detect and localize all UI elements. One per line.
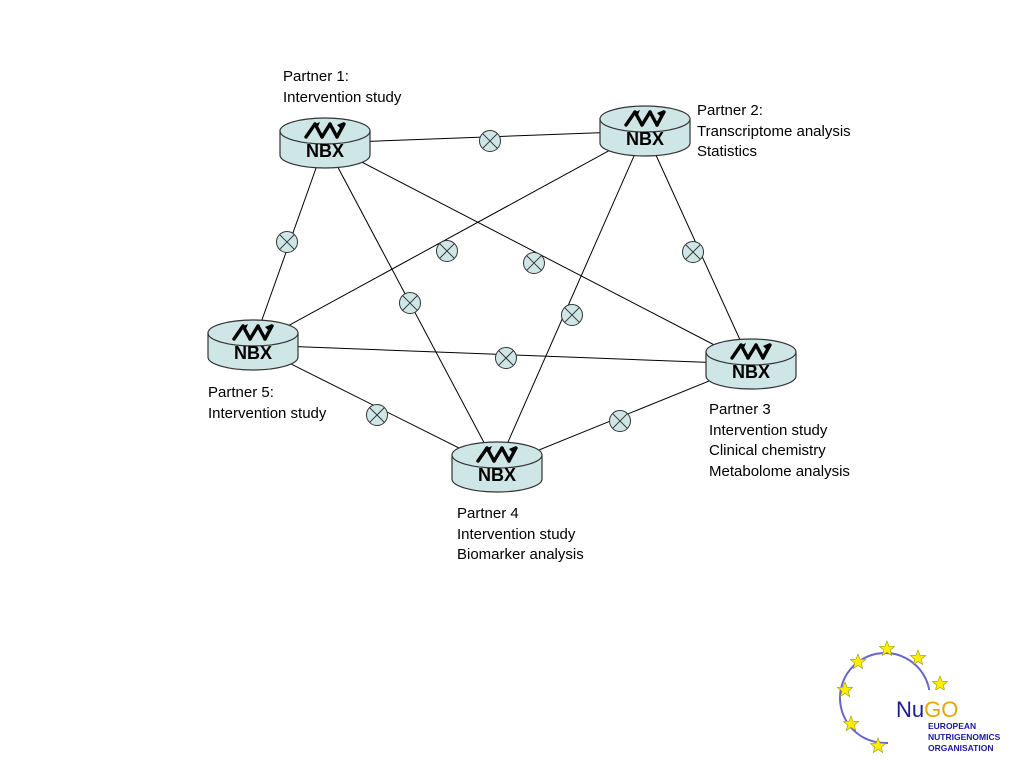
partner-label-line: Intervention study <box>457 525 576 543</box>
edge-p2-p4 <box>496 130 646 468</box>
partner-label-line: Partner 3 <box>709 401 771 418</box>
router-node-p3: NBX <box>705 338 797 390</box>
partner-label-p5: Partner 5: Intervention study <box>208 383 326 424</box>
star-icon <box>931 675 949 692</box>
router-label: NBX <box>478 465 516 485</box>
junction-icon <box>399 292 421 314</box>
partner-label-line: Clinical chemistry <box>709 442 826 459</box>
junction-icon <box>276 231 298 253</box>
nugo-logo: NuGO EUROPEAN NUTRIGENOMICS ORGANISATION <box>836 640 1018 758</box>
logo-line-2: NUTRIGENOMICS <box>928 732 1001 742</box>
logo-line-1: EUROPEAN <box>928 721 976 731</box>
logo-text-background <box>888 690 1018 758</box>
partner-label-line: Metabolome analysis <box>709 462 850 480</box>
junction-icon <box>436 240 458 262</box>
router-label: NBX <box>732 362 770 382</box>
junction-icon <box>495 347 517 369</box>
router-node-p1: NBX <box>279 117 371 169</box>
partner-label-line: Biomarker analysis <box>457 546 584 563</box>
junction-icon <box>682 241 704 263</box>
router-label: NBX <box>626 129 664 149</box>
edges-layer <box>252 130 752 468</box>
partner-label-line: Partner 1: <box>283 68 349 85</box>
partner-label-line: Partner 4 <box>457 505 519 522</box>
partner-label-line: Partner 2: <box>697 102 763 119</box>
edge-p2-p5 <box>252 130 646 346</box>
junction-icon <box>609 410 631 432</box>
router-arrows-icon <box>476 446 518 463</box>
partner-label-line: Intervention study <box>709 421 828 439</box>
junction-icon <box>523 252 545 274</box>
partner-label-line: Intervention study <box>208 404 327 422</box>
junction-icon <box>561 304 583 326</box>
logo-wordmark: NuGO <box>896 697 958 722</box>
star-icon <box>878 640 896 657</box>
star-icon <box>909 649 927 666</box>
partner-label-line: Partner 5: <box>208 384 274 401</box>
junction-icon <box>366 404 388 426</box>
logo-go-text: GO <box>924 697 958 722</box>
partner-label-p1: Partner 1: Intervention study <box>283 67 401 108</box>
star-icon <box>836 681 854 698</box>
router-arrows-icon <box>232 324 274 341</box>
logo-nu-text: Nu <box>896 697 924 722</box>
logo-line-3: ORGANISATION <box>928 743 993 753</box>
partner-label-line: Transcriptome analysis <box>697 122 851 140</box>
star-icon <box>842 715 860 732</box>
nodes-layer: NBX NBX NBX NBX NBX <box>207 105 797 493</box>
router-arrows-icon <box>624 110 666 127</box>
star-icon <box>849 653 867 670</box>
star-icon <box>869 737 887 754</box>
router-arrows-icon <box>304 122 346 139</box>
junctions-layer <box>276 130 704 432</box>
router-arrows-icon <box>730 343 772 360</box>
router-node-p4: NBX <box>451 441 543 493</box>
partner-label-line: Intervention study <box>283 88 402 106</box>
router-label: NBX <box>306 141 344 161</box>
router-node-p5: NBX <box>207 319 299 371</box>
junction-icon <box>479 130 501 152</box>
partner-label-line: Statistics <box>697 143 758 160</box>
router-label: NBX <box>234 343 272 363</box>
router-node-p2: NBX <box>599 105 691 157</box>
